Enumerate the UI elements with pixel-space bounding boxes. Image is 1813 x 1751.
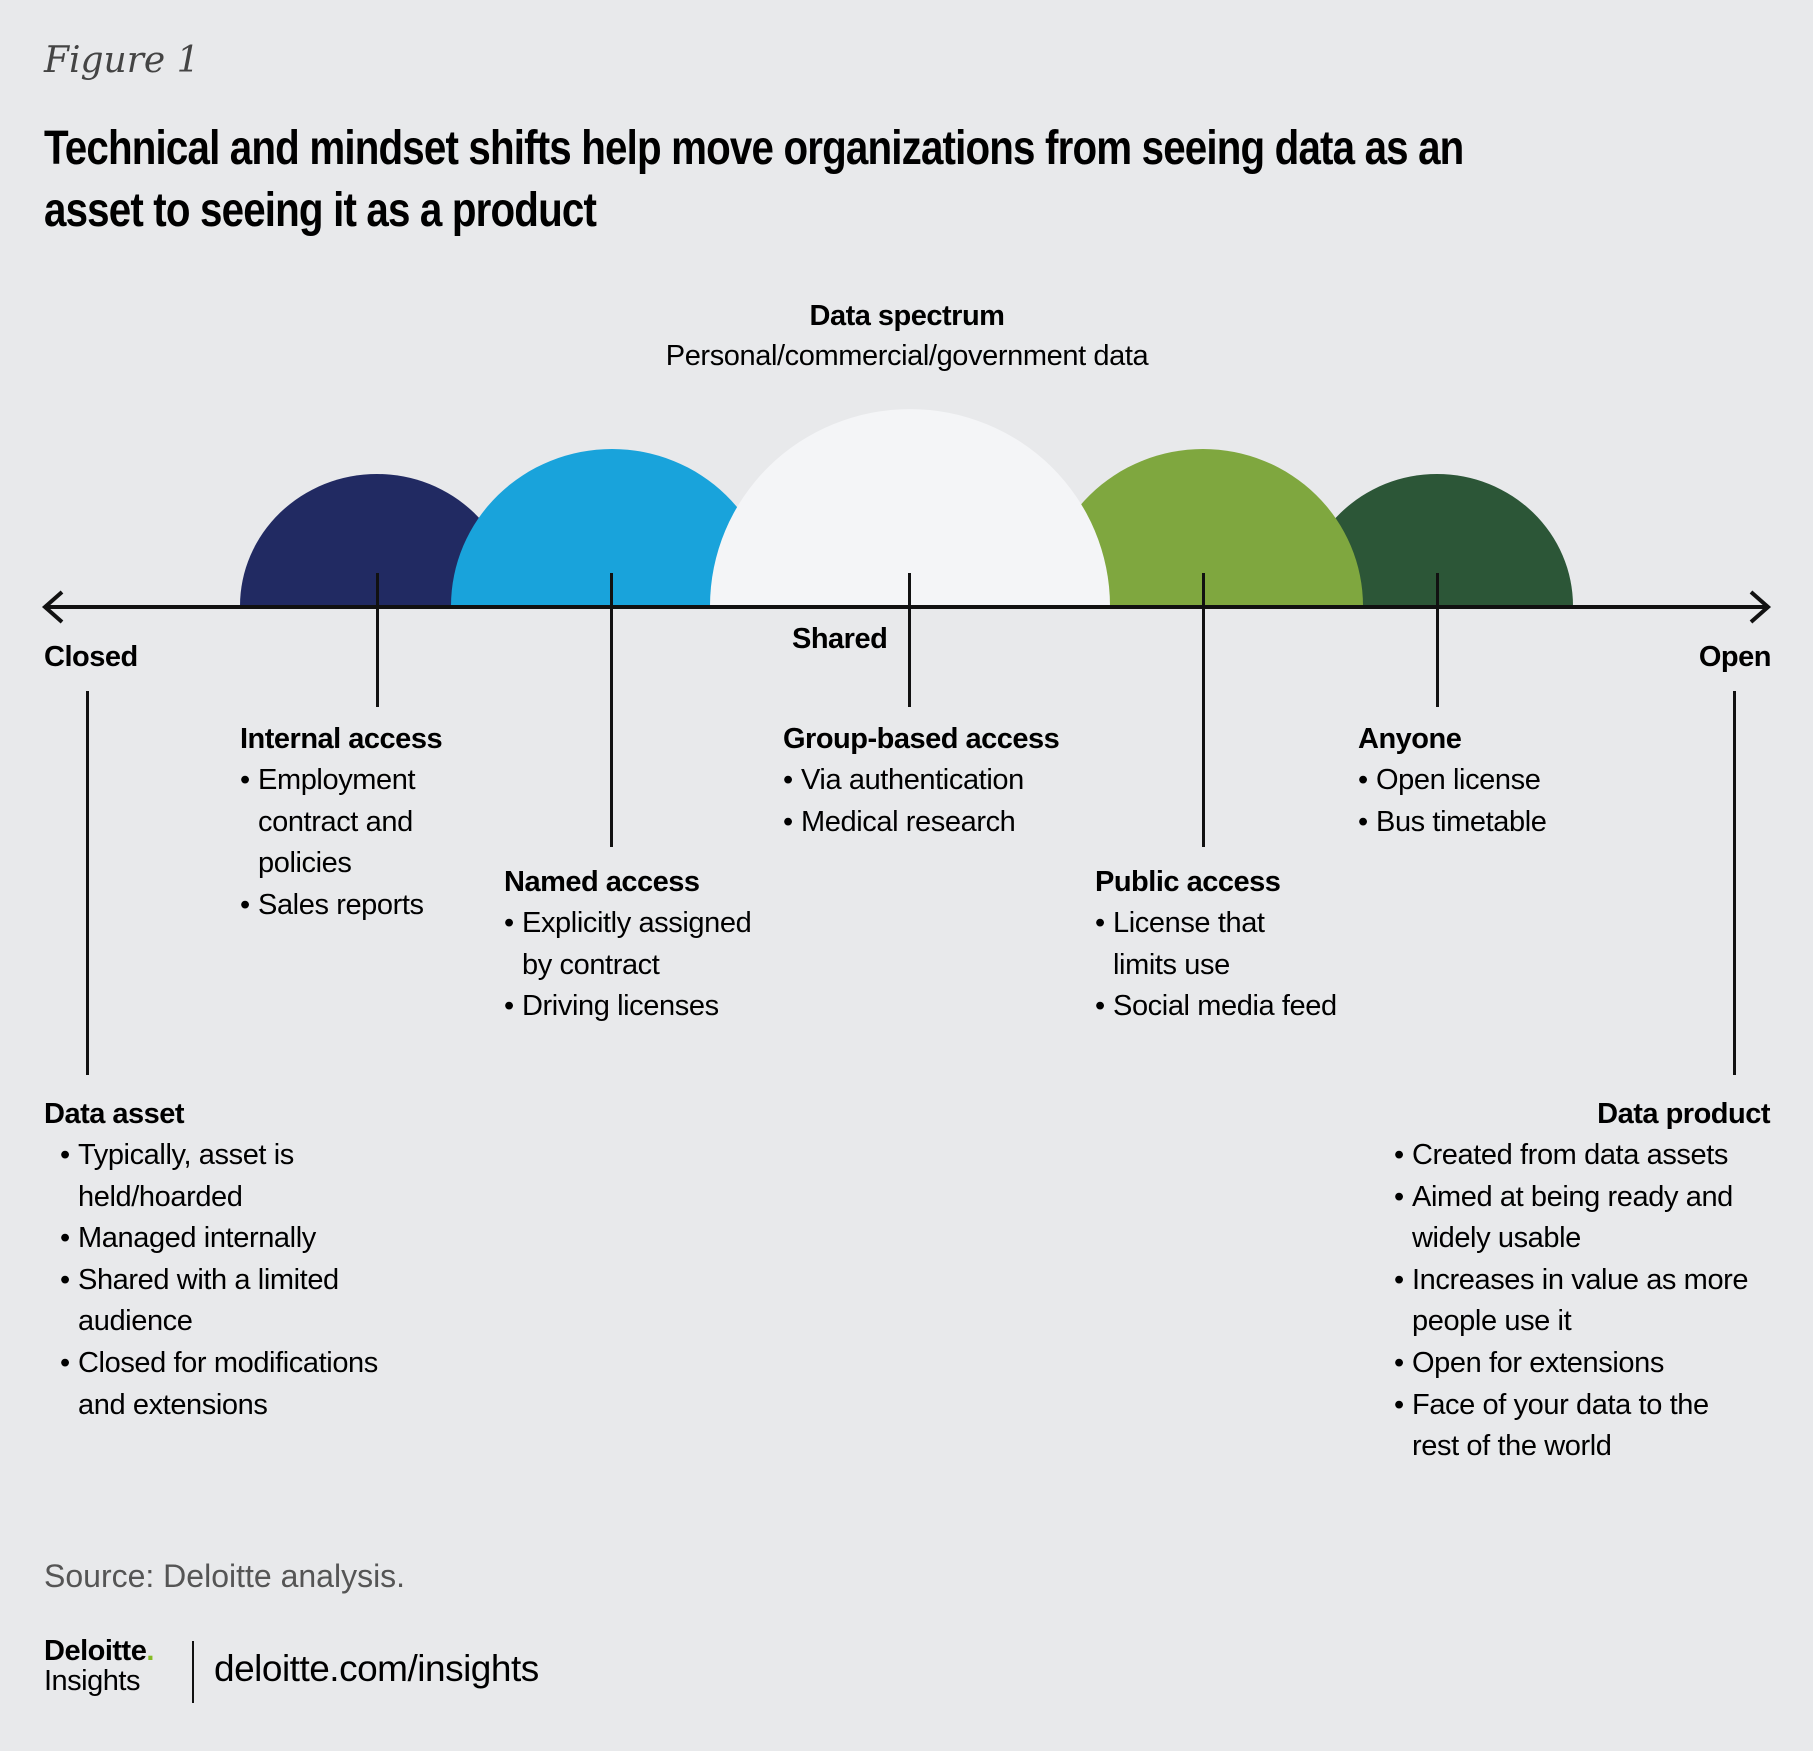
axis-label-open: Open xyxy=(1698,641,1772,673)
title-line-1: Technical and mindset shifts help move o… xyxy=(44,122,1464,175)
data-asset-heading: Data asset xyxy=(44,1098,185,1130)
list-item: Open license xyxy=(1342,760,1678,802)
group-heading: Named access xyxy=(504,866,700,898)
data-product-block: Data product Created from data assets Ai… xyxy=(1394,1093,1771,1468)
list-item: Sales reports xyxy=(224,885,580,927)
tick-internal xyxy=(376,573,379,707)
list-item: Employment contract and policies xyxy=(224,760,508,885)
tick-public xyxy=(1202,573,1205,847)
axis-label-closed: Closed xyxy=(44,641,138,673)
list-item: Explicitly assigned by contract xyxy=(488,903,772,986)
arrow-left-icon xyxy=(41,590,64,624)
tick-anyone xyxy=(1436,573,1439,707)
group-group-based-access: Group-based access Via authentication Me… xyxy=(783,718,1103,843)
arc-anyone xyxy=(1301,474,1573,606)
list-item: Via authentication xyxy=(767,760,1103,802)
tick-named xyxy=(610,573,613,847)
group-anyone: Anyone Open license Bus timetable xyxy=(1358,718,1678,843)
list-item: Bus timetable xyxy=(1342,802,1678,844)
list-item: Medical research xyxy=(767,802,1103,844)
logo-name: Deloitte xyxy=(44,1635,147,1667)
arrow-right-icon xyxy=(1749,590,1772,624)
figure-title: Technical and mindset shifts help move o… xyxy=(44,118,1464,242)
figure-label: Figure 1 xyxy=(44,40,200,81)
spectrum-subheading: Personal/commercial/government data xyxy=(665,340,1149,372)
logo-sub: Insights xyxy=(44,1665,140,1697)
group-public-access: Public access License that limits use So… xyxy=(1095,861,1415,1028)
data-product-heading: Data product xyxy=(1597,1098,1770,1130)
arc-group xyxy=(710,409,1110,606)
tick-closed xyxy=(86,691,89,1075)
group-heading: Group-based access xyxy=(783,723,1060,755)
list-item: Closed for modifications and extensions xyxy=(44,1343,418,1426)
footer-divider xyxy=(192,1641,194,1703)
list-item: Typically, asset is held/hoarded xyxy=(44,1135,318,1218)
source-note: Source: Deloitte analysis. xyxy=(44,1558,406,1594)
group-internal-access: Internal access Employment contract and … xyxy=(240,718,580,926)
spectrum-heading: Data spectrum xyxy=(809,300,1005,332)
group-heading: Internal access xyxy=(240,723,443,755)
list-item: Shared with a limited audience xyxy=(44,1260,358,1343)
list-item: Driving licenses xyxy=(488,986,824,1028)
list-item: License that limits use xyxy=(1079,903,1293,986)
arc-public xyxy=(1043,449,1363,606)
group-named-access: Named access Explicitly assigned by cont… xyxy=(504,861,824,1028)
list-item: Face of your data to the rest of the wor… xyxy=(1378,1385,1742,1468)
list-item: Managed internally xyxy=(44,1218,404,1260)
arc-internal xyxy=(240,474,514,606)
data-asset-block: Data asset Typically, asset is held/hoar… xyxy=(44,1093,404,1426)
logo-dot: . xyxy=(146,1635,154,1667)
group-heading: Public access xyxy=(1095,866,1281,898)
deloitte-insights-logo: Deloitte. Insights xyxy=(44,1636,154,1696)
group-heading: Anyone xyxy=(1358,723,1462,755)
axis-label-shared: Shared xyxy=(792,623,888,655)
title-line-2: asset to seeing it as a product xyxy=(44,184,597,237)
tick-open xyxy=(1733,691,1736,1075)
list-item: Aimed at being ready and widely usable xyxy=(1378,1177,1757,1260)
list-item: Open for extensions xyxy=(1378,1343,1770,1385)
tick-group xyxy=(908,573,911,707)
list-item: Social media feed xyxy=(1079,986,1415,1028)
list-item: Increases in value as more people use it xyxy=(1378,1260,1782,1343)
list-item: Created from data assets xyxy=(1378,1135,1770,1177)
arc-named xyxy=(451,449,773,606)
footer-url-link[interactable]: deloitte.com/insights xyxy=(214,1648,539,1689)
